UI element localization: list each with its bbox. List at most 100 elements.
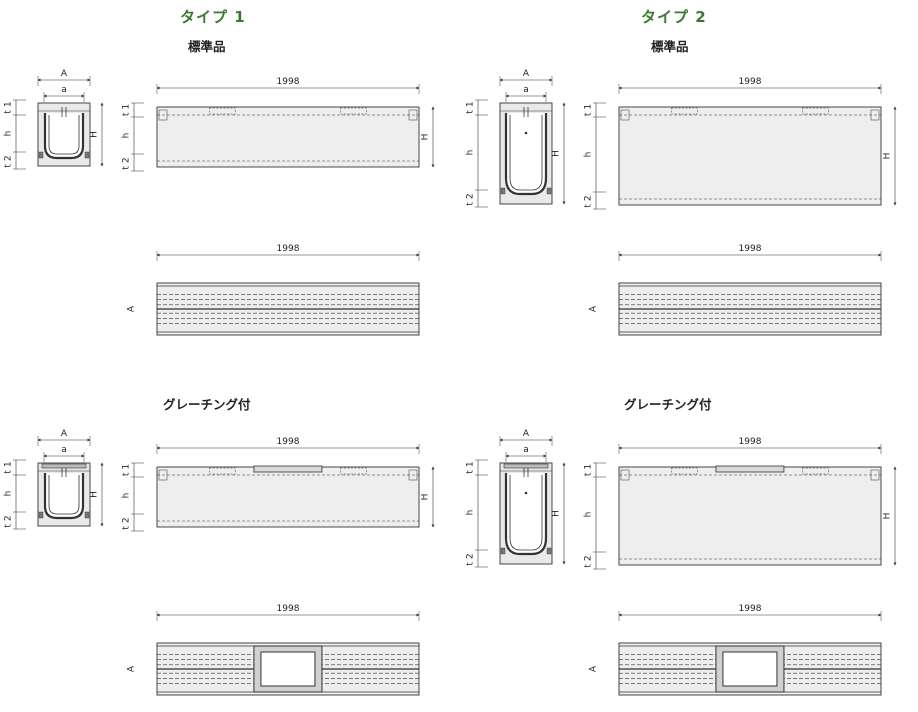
- lifting-hole: [802, 467, 829, 475]
- end-connector: [620, 109, 630, 121]
- dim-stack-elev: t 1ht 2: [122, 462, 144, 532]
- dim-stack-elev: t 1 h t 2: [122, 102, 144, 172]
- grating-opening: [722, 651, 778, 687]
- channel-outline: [43, 473, 85, 520]
- type2-standard-label: 標準品: [651, 39, 689, 54]
- t2-label: t 2: [122, 157, 132, 169]
- dimension-label: A: [523, 429, 530, 439]
- t1-label: t 1: [584, 104, 594, 116]
- dimension-label: H: [421, 494, 431, 501]
- t1-label: t 1: [4, 461, 14, 473]
- dimension-label: H: [421, 134, 431, 141]
- dim-A: A: [37, 69, 91, 86]
- cross-section: [499, 102, 553, 205]
- dim-A: A: [499, 429, 553, 446]
- lifting-hole: [340, 467, 367, 475]
- channel-inner: [48, 115, 80, 155]
- dim-a: a: [505, 445, 547, 462]
- grating-plate: [41, 463, 87, 469]
- dim-length: 1998: [618, 77, 882, 94]
- type1-grating-label: グレーチング付: [163, 397, 251, 412]
- dim-a: a: [43, 85, 85, 102]
- dim-H: H: [552, 462, 566, 565]
- plan-view: [618, 282, 882, 336]
- lifting-hole: [209, 467, 236, 475]
- channel-outline: [504, 113, 548, 196]
- dim-length-plan: 1998: [156, 604, 420, 621]
- end-connector: [408, 469, 418, 481]
- lifting-hole: [340, 107, 367, 115]
- dimension-label: A: [61, 69, 68, 79]
- dim-stack-left: t 1ht 2: [4, 99, 26, 170]
- side-nub: [500, 187, 506, 195]
- grating-opening: [260, 651, 316, 687]
- dimension-label: A: [523, 69, 530, 79]
- dimension-label: 1998: [739, 244, 762, 254]
- end-connector: [620, 469, 630, 481]
- elevation-view: [156, 465, 420, 528]
- t1-label: t 1: [4, 101, 14, 113]
- center-point: [524, 491, 528, 495]
- dimension-label: 1998: [739, 604, 762, 614]
- dim-stack-left: t 1ht 2: [4, 459, 26, 530]
- dim-stack-left: t 1ht 2: [466, 459, 488, 568]
- dim-a: a: [505, 85, 547, 102]
- dimension-label: a: [61, 85, 67, 95]
- t2-label: t 2: [466, 553, 476, 565]
- t2-label: t 2: [466, 193, 476, 205]
- dimension-label: 1998: [739, 437, 762, 447]
- dim-length: 1998: [156, 77, 420, 94]
- elevation-view: [618, 106, 882, 206]
- lifting-hole: [802, 107, 829, 115]
- dimension-label: H: [90, 491, 100, 498]
- grating-plate: [503, 463, 549, 469]
- dimension-label: H: [90, 131, 100, 138]
- dim-H: H: [552, 102, 566, 205]
- dimension-label: 1998: [739, 77, 762, 87]
- side-nub: [84, 151, 90, 159]
- dimension-label: a: [523, 85, 529, 95]
- grating-bar: [715, 465, 785, 473]
- t2-label: t 2: [584, 195, 594, 207]
- plan-view: [156, 282, 420, 336]
- dim-length: 1998: [618, 437, 882, 454]
- dimension-label: a: [523, 445, 529, 455]
- dim-H-elev: H: [883, 106, 897, 206]
- elevation-body: [156, 466, 420, 528]
- dimension-label: 1998: [277, 437, 300, 447]
- side-nub: [38, 151, 44, 159]
- elevation-body: [618, 106, 882, 206]
- dim-stack-elev: t 1ht 2: [584, 462, 606, 570]
- h-label: h: [122, 133, 132, 139]
- h-label: h: [584, 152, 594, 158]
- grating-bar: [253, 465, 323, 473]
- t1-label: t 1: [122, 464, 132, 476]
- t2-label: t 2: [122, 517, 132, 529]
- elevation-body: [618, 466, 882, 566]
- dim-H-elev: H: [421, 106, 435, 168]
- dim-length-plan: 1998: [156, 244, 420, 261]
- type2-title: タイプ 2: [641, 8, 707, 26]
- dim-H-elev: H: [883, 466, 897, 566]
- dim-length: 1998: [156, 437, 420, 454]
- dim-A-plan: A: [589, 305, 599, 312]
- elevation-view: [618, 465, 882, 566]
- dim-H: H: [90, 462, 104, 527]
- type1-title: タイプ 1: [180, 8, 246, 26]
- side-nub: [38, 511, 44, 519]
- channel-outline: [504, 473, 548, 556]
- plan-view: [156, 642, 420, 696]
- dimension-label: H: [883, 513, 893, 520]
- dim-A-plan: A: [127, 665, 137, 672]
- t1-label: t 1: [122, 104, 132, 116]
- cross-section: [37, 102, 91, 167]
- dimension-label: 1998: [277, 604, 300, 614]
